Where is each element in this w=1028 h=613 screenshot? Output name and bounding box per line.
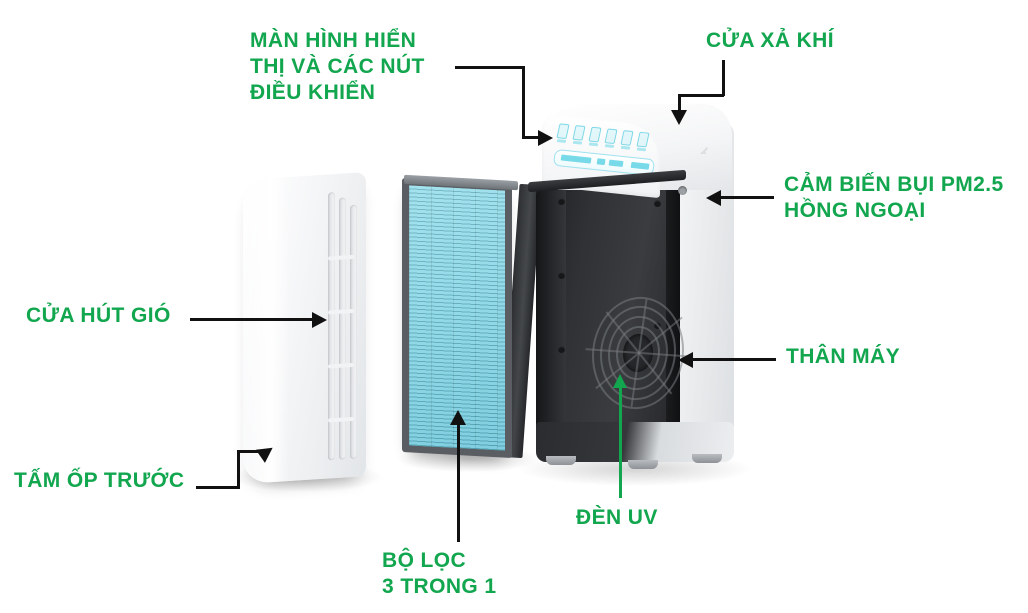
control-button-caption [556,139,567,143]
leader-display-controls-h [455,66,525,69]
callout-label-main-body: THÂN MÁY [786,345,901,368]
leader-uv-lamp [619,388,622,498]
control-button-caption [588,142,599,147]
front-cover-panel[interactable] [243,172,366,484]
cavity-left-wall [536,176,566,452]
cavity-screw [558,346,565,353]
control-button-caption [572,140,583,145]
pm-sensor-port[interactable] [678,186,687,195]
callout-label-filter: BỘ LỌC 3 TRONG 1 [382,549,497,598]
arrowhead-display-controls [538,130,553,146]
leader-air-outlet-v [722,60,725,96]
leader-filter [457,424,460,542]
lcd-segment [596,158,606,166]
control-button[interactable] [588,126,602,143]
arrowhead-pm-sensor [706,190,721,206]
main-body-unit[interactable] [528,104,738,476]
front-panel-slots [326,187,360,465]
body-inner-cavity [536,176,693,452]
cavity-right-edge [666,176,680,452]
body-foot [692,454,722,463]
leader-front-cover-h2 [237,450,263,453]
leader-air-outlet-v2 [678,94,681,112]
cavity-screw [654,200,661,207]
leader-air-outlet-h [678,94,724,97]
callout-label-front-cover: TẤM ỐP TRƯỚC [14,469,185,492]
control-button[interactable] [604,128,618,145]
control-button[interactable] [620,130,634,146]
fan-grille [585,291,693,416]
callout-label-pm-sensor: CẢM BIẾN BỤI PM2.5 HỒNG NGOẠI [784,173,1004,222]
body-foot [546,456,576,465]
arrowhead-uv-lamp [613,374,627,388]
arrowhead-air-outlet [671,110,687,125]
lcd-segment [630,161,650,170]
control-button[interactable] [572,125,586,141]
lcd-segment [560,154,592,164]
callout-label-air-intake: CỬA HÚT GIÓ [26,304,171,327]
leader-display-controls-h2 [522,136,542,139]
callout-label-display-controls: MÀN HÌNH HIỂN THỊ VÀ CÁC NÚT ĐIỀU KHIỂN [250,29,425,104]
leader-front-cover-h [196,486,240,489]
control-button[interactable] [556,123,570,140]
control-button-caption [636,147,647,152]
control-button-caption [620,145,631,150]
control-button[interactable] [636,131,650,148]
arrowhead-filter [450,410,466,425]
3-in-1-filter-cartridge[interactable] [402,174,542,465]
front-panel-highlight [243,176,289,484]
body-foot [628,460,658,469]
callout-label-uv-lamp: ĐÈN UV [576,506,658,529]
callout-label-air-outlet: CỬA XẢ KHÍ [706,29,834,52]
lcd-display [552,148,656,177]
cavity-screw [558,198,565,205]
cavity-screw [558,272,565,279]
leader-display-controls-v [522,66,525,138]
leader-front-cover-v [237,450,240,488]
leader-main-body [692,358,776,361]
leader-pm-sensor [712,196,774,199]
cavity-screw [654,322,661,329]
leader-air-intake [190,318,314,321]
lcd-segment [608,159,624,167]
arrowhead-air-intake [312,312,327,328]
control-button-caption [604,144,615,149]
arrowhead-main-body [678,352,693,368]
